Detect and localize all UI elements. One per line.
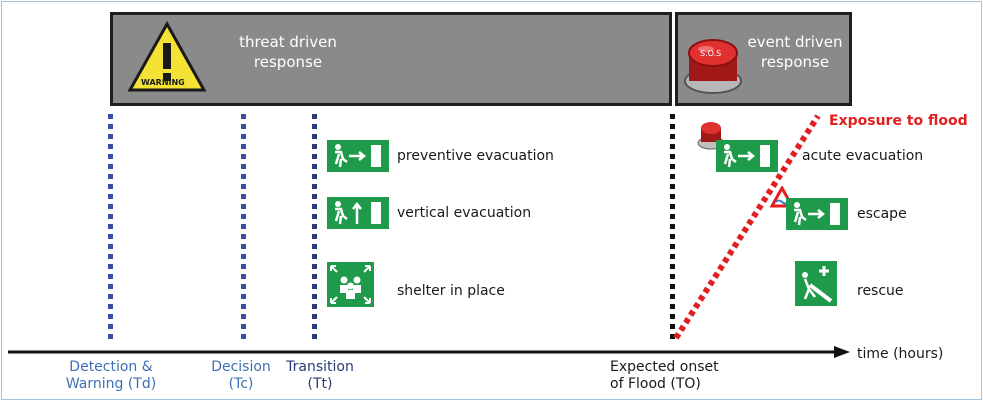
warning-sign-icon: WARNING bbox=[127, 21, 207, 93]
acute-evacuation-label: acute evacuation bbox=[802, 148, 924, 164]
exit-arrow-right-icon bbox=[716, 140, 778, 172]
preventive-evacuation-label: preventive evacuation bbox=[397, 148, 554, 164]
flood-onset-label: Expected onset of Flood (TO) bbox=[610, 359, 719, 393]
event-driven-banner: S.O.S event driven response bbox=[675, 12, 852, 106]
transition-label: Transition (Tt) bbox=[280, 359, 360, 393]
exit-arrow-up-icon bbox=[327, 197, 389, 229]
event-banner-line2: response bbox=[760, 53, 830, 71]
sos-button-text: S.O.S bbox=[700, 49, 722, 58]
warning-sign-text: WARNING bbox=[141, 78, 185, 87]
exposure-to-flood-label: Exposure to flood bbox=[829, 113, 968, 129]
vertical-evacuation-label: vertical evacuation bbox=[397, 205, 532, 221]
sos-button-icon: S.O.S bbox=[680, 19, 746, 101]
decision-label: Decision (Tc) bbox=[201, 359, 281, 393]
event-banner-title: event driven response bbox=[736, 32, 854, 72]
transition-line2: (Tt) bbox=[307, 376, 333, 392]
transition-line1: Transition bbox=[286, 359, 354, 375]
decision-line1: Decision bbox=[211, 359, 271, 375]
time-axis-arrow bbox=[8, 346, 850, 358]
event-banner-line1: event driven bbox=[747, 33, 843, 51]
exit-arrow-right-icon bbox=[786, 198, 848, 230]
threat-banner-title: threat driven response bbox=[203, 32, 373, 72]
shelter-in-place-label: shelter in place bbox=[397, 283, 505, 299]
time-axis-label: time (hours) bbox=[857, 346, 944, 362]
decision-line2: (Tc) bbox=[228, 376, 254, 392]
rescue-label: rescue bbox=[857, 283, 904, 299]
detection-warning-label: Detection & Warning (Td) bbox=[51, 359, 171, 393]
threat-banner-line1: threat driven bbox=[239, 33, 337, 51]
stretcher-first-aid-icon bbox=[795, 261, 837, 306]
flood-onset-line2: of Flood (TO) bbox=[610, 376, 701, 392]
exposure-to-flood-line bbox=[673, 114, 821, 340]
flood-onset-milestone-line bbox=[670, 114, 675, 341]
detection-warning-line2: Warning (Td) bbox=[65, 376, 157, 392]
decision-milestone-line bbox=[241, 114, 246, 341]
transition-milestone-line bbox=[312, 114, 317, 341]
exit-arrow-right-icon bbox=[327, 140, 389, 172]
detection-milestone-line bbox=[108, 114, 113, 341]
flood-onset-line1: Expected onset bbox=[610, 359, 719, 375]
escape-label: escape bbox=[857, 206, 907, 222]
threat-banner-line2: response bbox=[253, 53, 323, 71]
detection-warning-line1: Detection & bbox=[69, 359, 153, 375]
shelter-assembly-icon bbox=[327, 262, 374, 307]
threat-driven-banner: WARNING threat driven response bbox=[110, 12, 672, 106]
